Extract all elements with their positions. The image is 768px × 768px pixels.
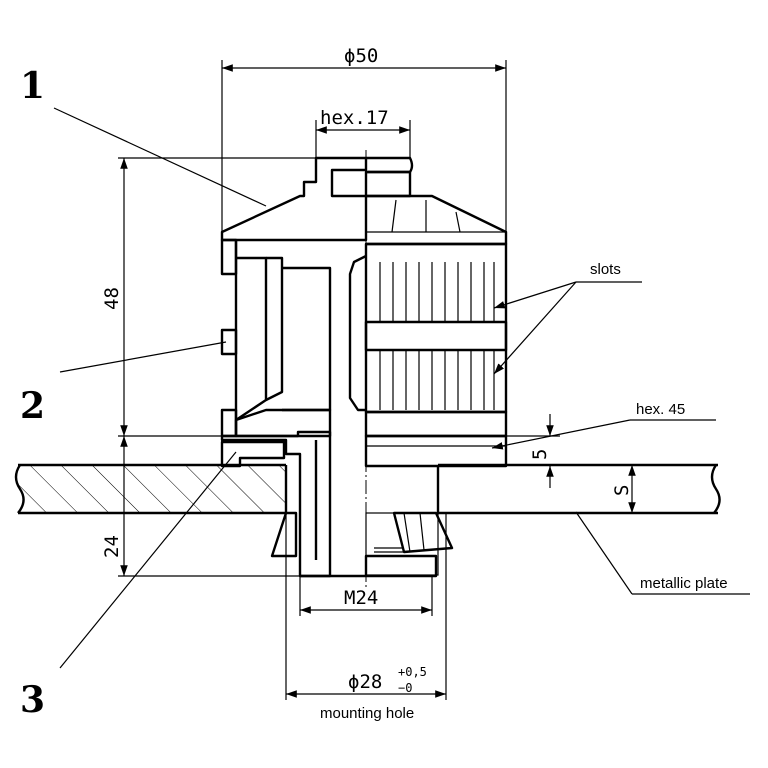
label-slots: slots — [590, 261, 621, 278]
vent-cap-section — [220, 156, 368, 578]
vent-cap-exterior — [364, 156, 508, 578]
dim-hex-17: hex.17 — [320, 107, 389, 129]
dim-height-24: 24 — [101, 535, 123, 558]
slot-lines — [379, 262, 495, 410]
dim-hole-28: ϕ28 — [348, 671, 382, 693]
label-metallic-plate: metallic plate — [640, 575, 728, 592]
leader-lines — [53, 107, 750, 669]
dimension-lines — [118, 60, 636, 700]
dim-height-48: 48 — [101, 287, 123, 310]
callout-1: 1 — [20, 65, 45, 107]
callout-2: 2 — [20, 385, 45, 427]
callout-3: 3 — [20, 679, 45, 721]
dim-thread-m24: M24 — [344, 587, 378, 609]
dim-hole-tol-upper: +0,5 — [398, 665, 427, 679]
dim-hole-tol-lower: −0 — [398, 681, 412, 695]
label-mounting-hole: mounting hole — [320, 705, 414, 722]
label-hex-45: hex. 45 — [636, 401, 685, 418]
dim-diameter-50: ϕ50 — [344, 45, 378, 67]
dim-nut-5: 5 — [529, 449, 551, 460]
dim-plate-s: S — [611, 485, 633, 496]
